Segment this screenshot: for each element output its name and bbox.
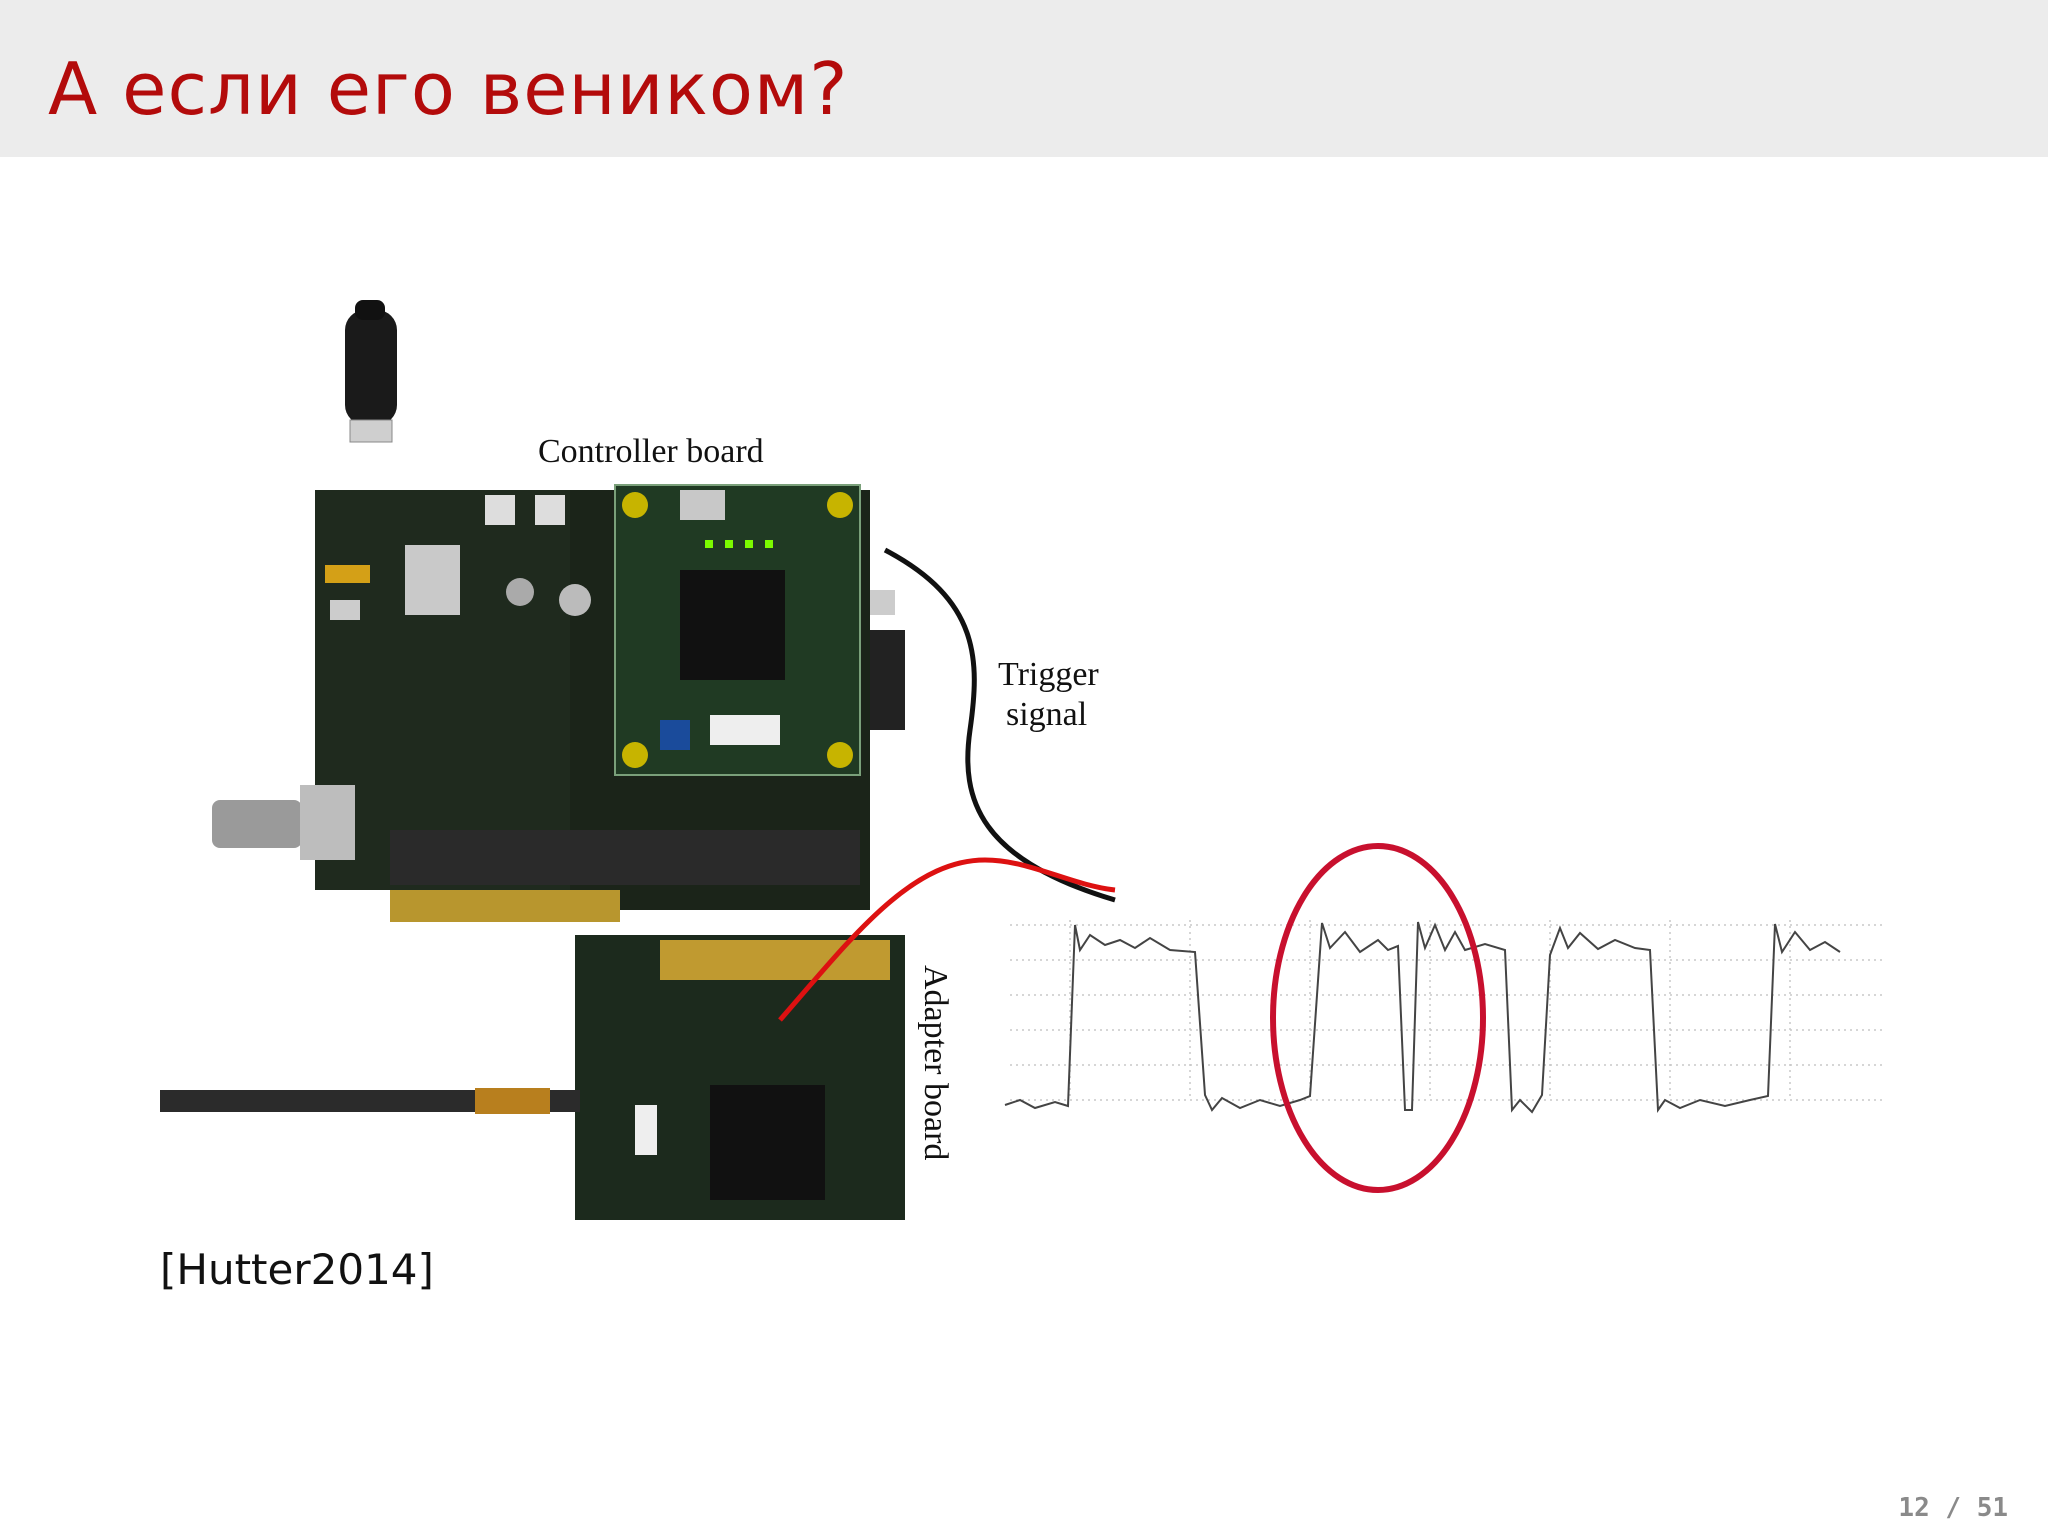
probe-cable xyxy=(160,1088,580,1114)
page-number: 12 / 51 xyxy=(1898,1493,2008,1523)
adapter-board-label: Adapter board xyxy=(917,965,954,1160)
trigger-label-line2: signal xyxy=(1006,696,1087,733)
daughter-board xyxy=(614,484,905,776)
slide-title: А если его веником? xyxy=(48,47,849,131)
trigger-waveform xyxy=(1004,921,1841,1114)
trigger-wire-black xyxy=(883,547,1116,903)
title-bar: А если его веником? xyxy=(0,0,2048,157)
highlight-ellipse xyxy=(1270,843,1486,1193)
oscilloscope-grid xyxy=(1010,920,1885,1101)
usb-cable xyxy=(345,300,397,443)
citation: [Hutter2014] xyxy=(160,1245,434,1294)
trigger-wire-red xyxy=(778,857,1116,1022)
trigger-label-line1: Trigger xyxy=(998,656,1099,693)
controller-board-label: Controller board xyxy=(538,433,764,470)
hardware-figure: Controller board Trigger signal Adapter … xyxy=(160,300,1885,1220)
adapter-board xyxy=(575,935,905,1220)
